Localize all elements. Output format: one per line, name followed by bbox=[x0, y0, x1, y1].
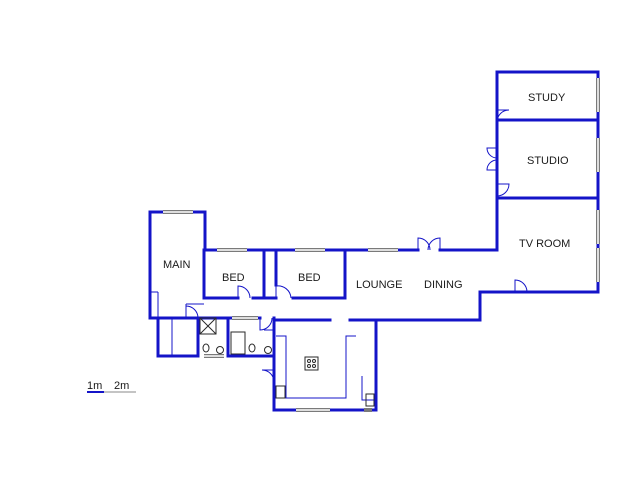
doors bbox=[185, 109, 528, 383]
fixtures bbox=[199, 317, 375, 407]
room-label-main: MAIN bbox=[163, 259, 191, 271]
room-label-dining: DINING bbox=[424, 279, 463, 291]
room-label-lounge: LOUNGE bbox=[356, 279, 402, 291]
room-label-tv-room: TV ROOM bbox=[519, 238, 570, 250]
room-label-bed-1: BED bbox=[222, 272, 245, 284]
room-label-study: STUDY bbox=[528, 92, 566, 104]
room-label-studio: STUDIO bbox=[527, 155, 569, 167]
room-label-bed-2: BED bbox=[298, 272, 321, 284]
windows bbox=[163, 78, 600, 412]
scale-label-1m: 1m bbox=[87, 380, 102, 392]
scale-bar: 1m 2m bbox=[87, 380, 136, 393]
room-labels: STUDY STUDIO TV ROOM MAIN BED BED LOUNGE… bbox=[163, 92, 570, 291]
walls bbox=[148, 70, 600, 412]
scale-label-2m: 2m bbox=[114, 380, 129, 392]
